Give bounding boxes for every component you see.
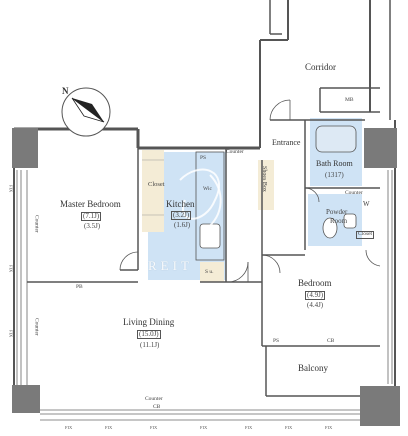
cb-bottom-label: CB [153,404,161,410]
closet-master-label: Closet [148,181,165,188]
watermark-text: REIT [148,258,193,273]
living-dining-size-sub: (11.1J) [140,341,160,349]
counter-bottom-label: Counter [145,396,163,402]
counter-left2-label: Counter [33,318,40,336]
fix-label: FIX [8,185,14,193]
wic-floor [200,262,224,282]
closet-master-floor [142,150,164,232]
fix-label: FIX [325,425,333,430]
sink [343,213,357,229]
pb-label: PB [76,284,83,290]
fix-label: FIX [200,425,208,430]
bath-room-size: (1317) [325,171,344,179]
master-bedroom-label: Master Bedroom [60,199,121,209]
mb-label: MB [345,97,354,103]
bedroom-size: (4.9J) [305,291,326,300]
w-label: W [363,200,370,208]
master-bedroom-size: (7.1J) [81,212,102,221]
fix-label: FIX [105,425,113,430]
kitchen-label: Kitchen [166,199,195,209]
living-dining-label: Living Dining [123,317,175,327]
fix-label: FIX [8,265,14,273]
living-dining-size: (15.0J) [137,330,161,339]
counter-kitchen-label: Counter [226,149,244,155]
counter-powder-label: Counter [345,190,363,196]
toilet [322,217,338,239]
door-swings [119,99,381,283]
bedroom-label: Bedroom [298,278,332,288]
bathtub [315,125,357,153]
cb-balcony-label: CB [327,338,335,344]
fix-label: FIX [245,425,253,430]
closet-shelves [142,159,164,216]
shoes-box-label: Shoes Box [261,166,267,192]
wic-label: Wic [203,186,212,192]
corridor-label: Corridor [305,62,336,72]
balcony-label: Balcony [298,363,328,373]
kitchen-counter [195,151,225,261]
counter-left-label: Counter [33,215,40,233]
fix-label: FIX [150,425,158,430]
powder-room-label-2: Room [330,217,348,225]
master-bedroom-size-sub: (3.5J) [84,222,101,230]
closet-small-label: Closet [356,231,375,239]
ps-label: PS [200,155,207,161]
kitchen-size: (3.2J) [171,211,192,220]
windows [16,170,393,421]
columns [12,128,400,426]
fix-label: FIX [65,425,73,430]
watermark-logo [179,168,222,231]
fix-label: FIX [285,425,293,430]
compass-north-label: N [62,86,69,96]
kitchen-size-sub: (1.6J) [174,221,191,229]
su-label: S u. [205,269,214,275]
bedroom-size-sub: (4.4J) [307,301,324,309]
fix-label: FIX [8,330,14,338]
ps-balcony-label: PS [273,338,280,344]
compass-icon [61,87,111,137]
kitchen-sink [199,223,221,249]
bath-room-label: Bath Room [316,159,353,168]
entrance-label: Entrance [272,138,301,147]
powder-room-label-1: Powder [326,208,348,216]
